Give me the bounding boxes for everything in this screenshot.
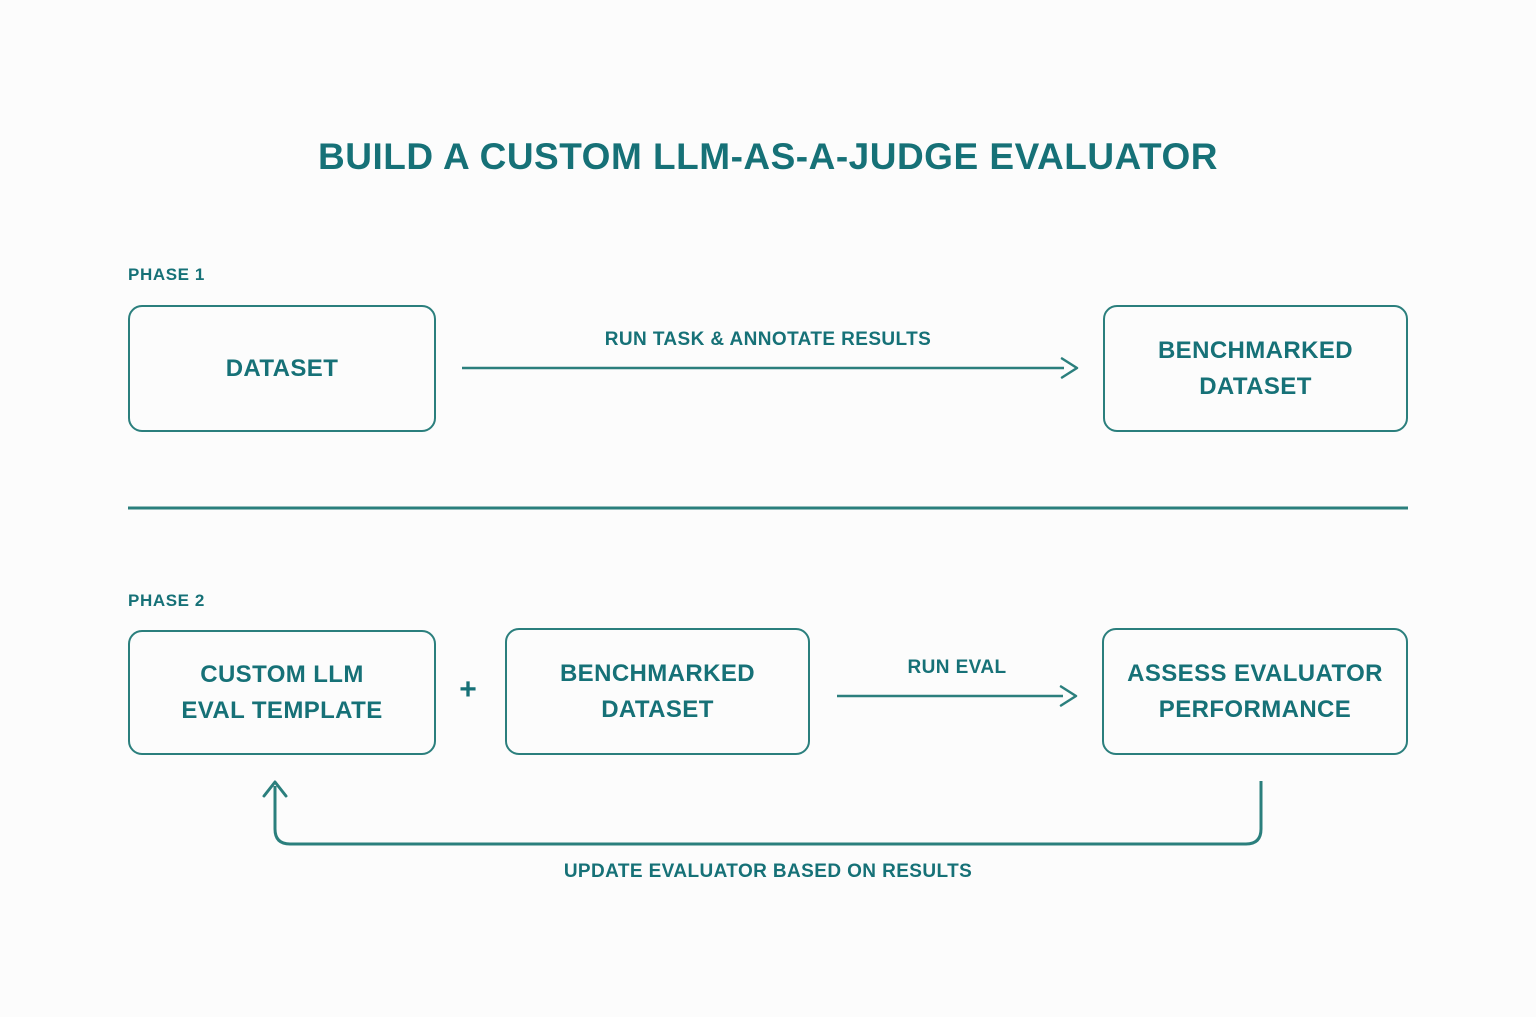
node-assess-evaluator-performance-label: ASSESS EVALUATOR PERFORMANCE (1127, 659, 1383, 723)
node-custom-llm-eval-template-label: CUSTOM LLM EVAL TEMPLATE (181, 660, 383, 724)
phase1-arrow-label: RUN TASK & ANNOTATE RESULTS (604, 329, 932, 350)
feedback-loop-label: UPDATE EVALUATOR BASED ON RESULTS (563, 861, 973, 882)
phase1-label: PHASE 1 (128, 265, 205, 284)
plus-sign: + (459, 673, 477, 706)
phase2-arrow-label: RUN EVAL (907, 657, 1007, 678)
phase1-arrowhead-icon (1060, 357, 1079, 379)
phase2-label: PHASE 2 (128, 591, 205, 610)
node-assess-evaluator-performance: ASSESS EVALUATOR PERFORMANCE (1102, 628, 1408, 755)
phase2-arrowhead-icon (1059, 685, 1078, 707)
node-benchmarked-dataset-phase1: BENCHMARKED DATASET (1103, 305, 1408, 432)
node-benchmarked-dataset-phase1-label: BENCHMARKED DATASET (1157, 336, 1354, 400)
node-custom-llm-eval-template: CUSTOM LLM EVAL TEMPLATE (128, 630, 436, 755)
feedback-loop-arrowhead-icon (262, 780, 288, 798)
node-benchmarked-dataset-phase2-label: BENCHMARKED DATASET (559, 659, 756, 723)
node-dataset: DATASET (128, 305, 436, 432)
feedback-loop-line (273, 781, 1263, 846)
node-benchmarked-dataset-phase2: BENCHMARKED DATASET (505, 628, 810, 755)
node-dataset-label: DATASET (225, 354, 339, 382)
diagram-title: BUILD A CUSTOM LLM-AS-A-JUDGE EVALUATOR (318, 136, 1218, 177)
